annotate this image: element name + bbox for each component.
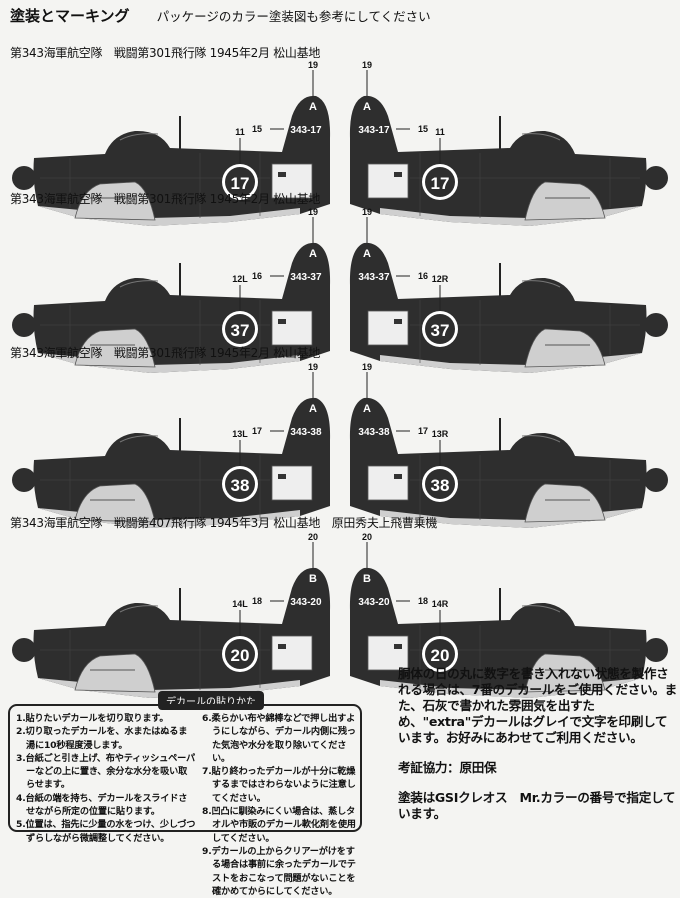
instruction-step: 2.切り取ったデカールを、水またはぬるま湯に10秒程度浸します。 bbox=[16, 726, 188, 751]
instruction-step: 1.貼りたいデカールを切り取ります。 bbox=[16, 713, 169, 724]
note-paint: 塗装はGSIクレオス Mr.カラーの番号で指定しています。 bbox=[398, 790, 676, 821]
callout-number: 13L bbox=[232, 429, 248, 439]
note-paragraph: 胴体の日の丸に数字を書き入れない状態を製作される場合は、7番のデカールをご使用く… bbox=[398, 666, 677, 745]
callout-number: 19 bbox=[308, 362, 318, 372]
callout-number: 11 bbox=[235, 127, 245, 137]
row-title: 第343海軍航空隊 戦闘第301飛行隊 1945年2月 松山基地 bbox=[10, 346, 321, 360]
callout-number: 13R bbox=[432, 429, 449, 439]
fuselage-number: 17 bbox=[231, 174, 250, 193]
note-credit: 考証協力：原田保 bbox=[398, 760, 497, 775]
aircraft-silhouette bbox=[349, 242, 668, 373]
fuselage-number: 17 bbox=[431, 174, 450, 193]
page-title: 塗装とマーキング bbox=[10, 7, 130, 25]
callout-number: 17 bbox=[252, 426, 262, 436]
callout-number: 19 bbox=[362, 60, 372, 70]
instruction-step: 9.デカールの上からクリアーがけをする場合は事前に余ったデカールでテストをおこな… bbox=[202, 845, 356, 897]
aircraft-silhouette bbox=[12, 397, 331, 528]
aircraft-silhouette bbox=[349, 95, 668, 226]
tail-code: 343-20 bbox=[290, 597, 322, 608]
callout-number: 18 bbox=[252, 596, 262, 606]
instruction-step: 6.柔らかい布や綿棒などで押し出すようにしながら、デカール内側に残った気泡や水分… bbox=[202, 713, 356, 764]
callout-number: 12L bbox=[232, 274, 248, 284]
callout-number: 11 bbox=[435, 127, 445, 137]
tail-code: 343-37 bbox=[290, 272, 322, 283]
instruction-step: 4.台紙の端を持ち、デカールをスライドさせながら所定の位置に貼ります。 bbox=[16, 792, 188, 818]
aircraft-silhouette bbox=[349, 567, 668, 698]
tail-letter: A bbox=[363, 248, 371, 260]
callout-number: 16 bbox=[418, 271, 428, 281]
tail-letter: A bbox=[309, 403, 317, 415]
callout-number: 20 bbox=[362, 532, 372, 542]
instruction-step: 3.台紙ごと引き上げ、布やティッシュペーパーなどの上に置き、余分な水分を吸い取ら… bbox=[16, 752, 195, 791]
fuselage-number: 38 bbox=[231, 476, 250, 495]
instruction-step: 5.位置は、指先に少量の水をつけ、少しづつずらしながら微調整してください。 bbox=[16, 819, 196, 844]
callout-number: 15 bbox=[252, 124, 262, 134]
fuselage-number: 20 bbox=[431, 646, 450, 665]
tail-letter: A bbox=[309, 248, 317, 260]
callout-number: 17 bbox=[418, 426, 428, 436]
decal-instructions-box: 1.貼りたいデカールを切り取ります。 2.切り取ったデカールを、水またはぬるま湯… bbox=[8, 704, 362, 897]
aircraft-silhouette bbox=[349, 397, 668, 528]
tail-letter: B bbox=[309, 573, 317, 585]
row-title: 第343海軍航空隊 戦闘第301飛行隊 1945年2月 松山基地 bbox=[10, 192, 321, 206]
fuselage-number: 37 bbox=[431, 321, 450, 340]
tail-letter: A bbox=[363, 403, 371, 415]
fuselage-number: 37 bbox=[231, 321, 250, 340]
fuselage-number: 20 bbox=[231, 646, 250, 665]
page-subtitle: パッケージのカラー塗装図も参考にしてください bbox=[156, 9, 431, 24]
aircraft-silhouette bbox=[12, 242, 331, 373]
aircraft-silhouette bbox=[12, 567, 331, 698]
row-title: 第343海軍航空隊 戦闘第407飛行隊 1945年3月 松山基地 原田秀夫上飛曹… bbox=[10, 516, 438, 530]
notes: 胴体の日の丸に数字を書き入れない状態を製作される場合は、7番のデカールをご使用く… bbox=[398, 666, 678, 822]
fuselage-number: 38 bbox=[431, 476, 450, 495]
callout-number: 15 bbox=[418, 124, 428, 134]
callout-number: 14R bbox=[432, 599, 449, 609]
aircraft-pair: 37 A 343-37 19 16 12L 37 A 343-37 19 16 12R bbox=[12, 207, 668, 373]
callout-number: 18 bbox=[418, 596, 428, 606]
tail-code: 343-20 bbox=[358, 597, 390, 608]
row-title: 第343海軍航空隊 戦闘第301飛行隊 1945年2月 松山基地 bbox=[10, 46, 321, 60]
tail-letter: B bbox=[363, 573, 371, 585]
instruction-step: 8.凹凸に馴染みにくい場合は、蒸しタオルや市販のデカール軟化剤を使用してください… bbox=[202, 806, 356, 844]
callout-number: 14L bbox=[232, 599, 248, 609]
callout-number: 19 bbox=[362, 362, 372, 372]
aircraft-pair: 38 A 343-38 19 17 13L 38 A 343-38 19 17 13R bbox=[12, 362, 668, 528]
tail-code: 343-17 bbox=[290, 125, 322, 136]
callout-number: 19 bbox=[308, 207, 318, 217]
callout-number: 20 bbox=[308, 532, 318, 542]
callout-number: 16 bbox=[252, 271, 262, 281]
tail-code: 343-17 bbox=[358, 125, 390, 136]
instructions-column-2: 6.柔らかい布や綿棒などで押し出すようにしながら、デカール内側に残った気泡や水分… bbox=[202, 712, 356, 898]
instructions-column-1: 1.貼りたいデカールを切り取ります。 2.切り取ったデカールを、水またはぬるま湯… bbox=[16, 712, 196, 845]
instruction-step: 7.貼り終わったデカールが十分に乾燥するまではさわらないように注意してください。 bbox=[202, 766, 356, 804]
aircraft-pair: 17 A 343-17 19 15 11 17 A 343-17 19 15 11 bbox=[12, 60, 668, 226]
tail-code: 343-38 bbox=[290, 427, 322, 438]
callout-number: 19 bbox=[362, 207, 372, 217]
aircraft-silhouette bbox=[12, 95, 331, 226]
tail-letter: A bbox=[363, 101, 371, 113]
tail-code: 343-38 bbox=[358, 427, 390, 438]
tail-code: 343-37 bbox=[358, 272, 390, 283]
callout-number: 19 bbox=[308, 60, 318, 70]
callout-number: 12R bbox=[432, 274, 449, 284]
tail-letter: A bbox=[309, 101, 317, 113]
page-header: 塗装とマーキング パッケージのカラー塗装図も参考にしてください bbox=[10, 5, 431, 26]
